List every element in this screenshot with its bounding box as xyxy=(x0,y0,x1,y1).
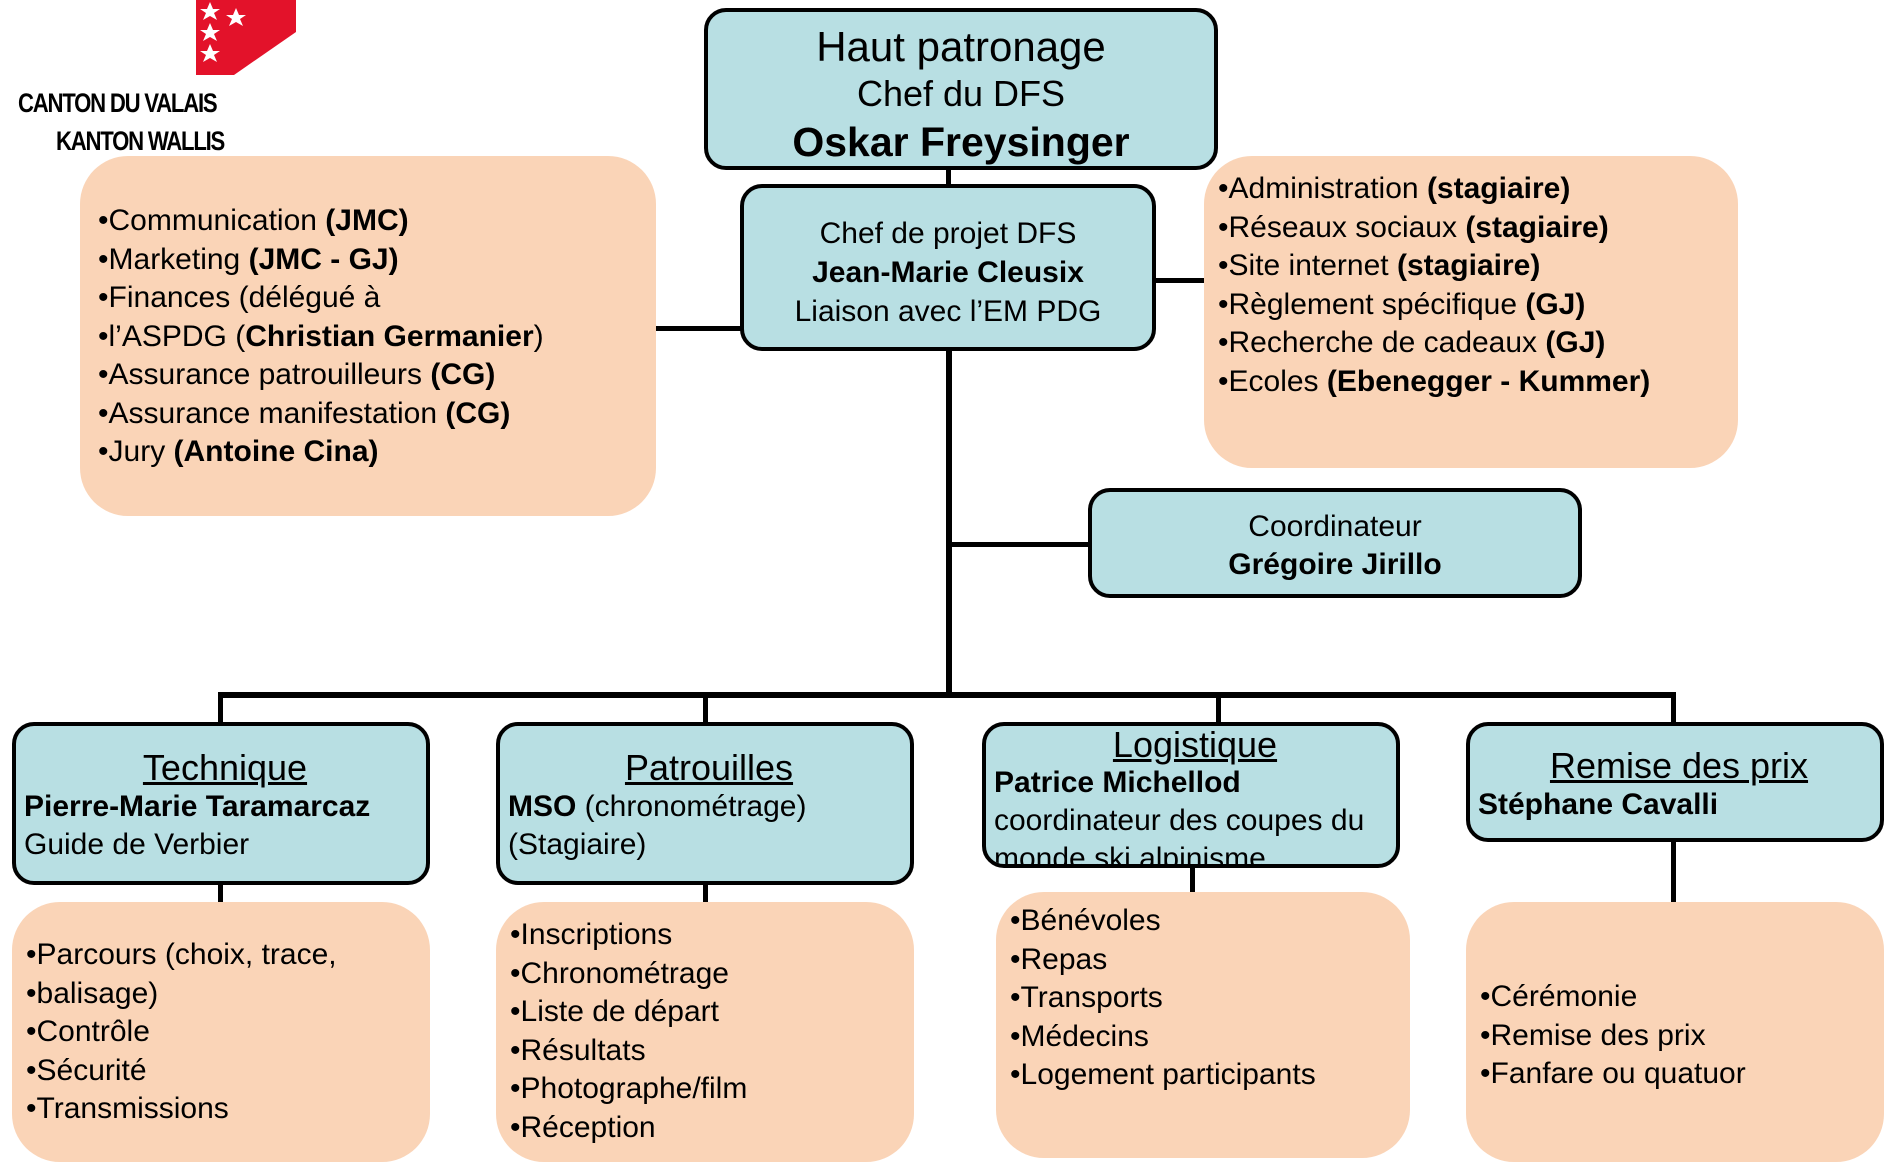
dept-technique-tasks: Parcours (choix, trace, balisage) Contrô… xyxy=(12,902,430,1162)
task-item: Liste de départ xyxy=(510,993,914,1032)
coordinator-role: Coordinateur xyxy=(1248,510,1422,543)
dept-lead: Pierre-Marie Taramarcaz xyxy=(24,790,371,823)
connector-dept-1-tasks xyxy=(218,885,223,903)
dept-lead: Stéphane Cavalli xyxy=(1478,788,1719,821)
connector-dept-4-tasks xyxy=(1671,840,1676,902)
left-task-item-cont: l’ASPDG (Christian Germanier) xyxy=(98,318,656,357)
connector-coordinator xyxy=(949,542,1089,547)
coordinator-name: Grégoire Jirillo xyxy=(1228,548,1442,581)
dept-lead: Patrice Michellod xyxy=(994,766,1241,799)
task-item: Parcours (choix, trace, xyxy=(26,936,430,975)
right-tasks-box: Administration (stagiaire) Réseaux socia… xyxy=(1204,156,1738,468)
top-patronage-box: Haut patronage Chef du DFS Oskar Freysin… xyxy=(704,8,1218,170)
dept-patrouilles-tasks: Inscriptions Chronométrage Liste de dépa… xyxy=(496,902,914,1162)
connector-dept-1 xyxy=(218,692,223,724)
connector-main-trunk xyxy=(946,348,952,697)
connector-dept-3 xyxy=(1216,692,1221,724)
top-name: Oskar Freysinger xyxy=(792,119,1130,165)
right-task-item: Règlement spécifique (GJ) xyxy=(1218,286,1738,325)
dept-logistique-tasks: Bénévoles Repas Transports Médecins Loge… xyxy=(996,892,1410,1158)
dept-title: Remise des prix xyxy=(1549,745,1809,786)
right-task-item: Recherche de cadeaux (GJ) xyxy=(1218,324,1738,363)
left-tasks-box: Communication (JMC) Marketing (JMC - GJ)… xyxy=(80,156,656,516)
task-item: Inscriptions xyxy=(510,916,914,955)
task-item: Cérémonie xyxy=(1480,978,1884,1017)
task-item: Transmissions xyxy=(26,1090,430,1129)
canton-logo: CANTON DU VALAIS KANTON WALLIS xyxy=(0,0,300,160)
right-task-item: Réseaux sociaux (stagiaire) xyxy=(1218,209,1738,248)
right-task-item: Administration (stagiaire) xyxy=(1218,170,1738,209)
task-item: Logement participants xyxy=(1010,1056,1410,1095)
dept-extra: coordinateur des coupes du monde ski alp… xyxy=(994,804,1365,868)
dept-title: Patrouilles xyxy=(624,747,794,788)
left-task-item: Marketing (JMC - GJ) xyxy=(98,241,656,280)
coordinator-box: Coordinateur Grégoire Jirillo xyxy=(1088,488,1582,598)
project-role: Chef de projet DFS xyxy=(819,217,1077,250)
task-item-cont: balisage) xyxy=(26,975,430,1014)
task-item: Repas xyxy=(1010,941,1410,980)
left-task-item: Assurance manifestation (CG) xyxy=(98,395,656,434)
task-item: Chronométrage xyxy=(510,955,914,994)
right-task-item: Site internet (stagiaire) xyxy=(1218,247,1738,286)
task-item: Bénévoles xyxy=(1010,902,1410,941)
top-title: Haut patronage xyxy=(816,23,1106,70)
project-name: Jean-Marie Cleusix xyxy=(812,256,1084,289)
dept-patrouilles-box: Patrouilles MSO (chronométrage) (Stagiai… xyxy=(496,722,914,885)
right-task-list: Administration (stagiaire) Réseaux socia… xyxy=(1218,170,1738,401)
dept-lead: MSO (chronométrage) xyxy=(508,790,807,823)
dept-extra: Guide de Verbier xyxy=(24,828,250,861)
right-task-item: Ecoles (Ebenegger - Kummer) xyxy=(1218,363,1738,402)
connector-horizontal-bus xyxy=(218,692,1676,698)
task-item: Résultats xyxy=(510,1032,914,1071)
dept-title: Technique xyxy=(142,747,308,788)
left-task-item: Finances (délégué à xyxy=(98,279,656,318)
task-item: Sécurité xyxy=(26,1052,430,1091)
connector-dept-2-tasks xyxy=(703,885,708,903)
dept-extra: (Stagiaire) xyxy=(508,828,647,861)
task-item: Réception xyxy=(510,1109,914,1148)
left-task-item: Communication (JMC) xyxy=(98,202,656,241)
logo-text-fr: CANTON DU VALAIS xyxy=(18,88,218,118)
task-item: Photographe/film xyxy=(510,1070,914,1109)
connector-dept-3-tasks xyxy=(1190,868,1195,894)
valais-flag-icon xyxy=(196,0,296,75)
task-item: Transports xyxy=(1010,979,1410,1018)
left-task-item: Assurance patrouilleurs (CG) xyxy=(98,356,656,395)
project-lead-box: Chef de projet DFS Jean-Marie Cleusix Li… xyxy=(740,184,1156,351)
task-item: Remise des prix xyxy=(1480,1017,1884,1056)
top-role: Chef du DFS xyxy=(856,73,1066,114)
task-item: Fanfare ou quatuor xyxy=(1480,1055,1884,1094)
dept-technique-box: Technique Pierre-Marie Taramarcaz Guide … xyxy=(12,722,430,885)
task-item: Contrôle xyxy=(26,1013,430,1052)
dept-logistique-box: Logistique Patrice Michellod coordinateu… xyxy=(982,722,1400,868)
dept-remise-box: Remise des prix Stéphane Cavalli xyxy=(1466,722,1884,842)
connector-dept-4 xyxy=(1671,692,1676,724)
connector-right-tasks xyxy=(1156,278,1206,283)
task-item: Médecins xyxy=(1010,1018,1410,1057)
dept-title: Logistique xyxy=(1112,724,1278,765)
connector-top-to-project xyxy=(946,168,951,188)
project-note: Liaison avec l’EM PDG xyxy=(794,295,1102,328)
logo-text-de: KANTON WALLIS xyxy=(56,126,225,156)
dept-remise-tasks: Cérémonie Remise des prix Fanfare ou qua… xyxy=(1466,902,1884,1162)
left-task-item: Jury (Antoine Cina) xyxy=(98,433,656,472)
connector-left-tasks xyxy=(656,326,742,331)
connector-dept-2 xyxy=(703,692,708,724)
left-task-list: Communication (JMC) Marketing (JMC - GJ)… xyxy=(98,202,656,472)
